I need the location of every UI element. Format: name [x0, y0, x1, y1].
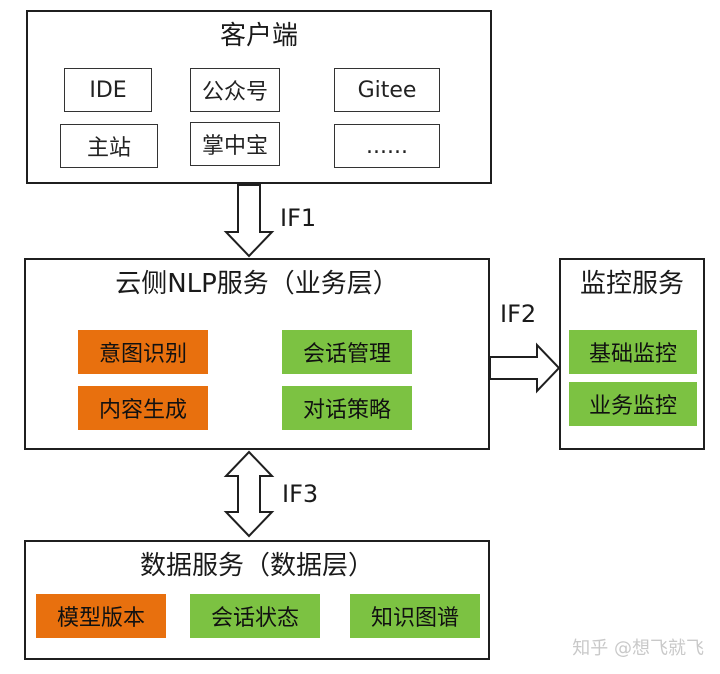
nlp-service-box: 云侧NLP服务（业务层） 意图识别 会话管理 内容生成 对话策略: [24, 258, 490, 450]
monitor-item-basic: 基础监控: [569, 330, 697, 374]
nlp-item-dialog-policy: 对话策略: [282, 386, 412, 430]
client-item-ide: IDE: [64, 68, 152, 112]
data-item-session-state: 会话状态: [190, 594, 320, 638]
if1-label: IF1: [280, 204, 317, 232]
if2-arrow: [489, 342, 561, 394]
client-item-zhangzhongbao: 掌中宝: [190, 122, 280, 166]
client-title: 客户端: [219, 21, 298, 51]
if3-label: IF3: [282, 480, 319, 508]
monitor-item-business: 业务监控: [569, 382, 697, 426]
client-box: 客户端 IDE 公众号 Gitee 主站 掌中宝 ......: [26, 10, 492, 184]
nlp-service-title: 云侧NLP服务（业务层）: [115, 269, 399, 299]
client-item-more: ......: [334, 124, 440, 168]
if1-arrow: [223, 184, 275, 258]
watermark: 知乎 @想飞就飞: [572, 638, 704, 659]
client-item-wechat: 公众号: [190, 68, 280, 112]
data-item-model-version: 模型版本: [36, 594, 166, 638]
client-item-main-site: 主站: [60, 124, 158, 168]
data-service-title: 数据服务（数据层）: [139, 551, 374, 581]
monitor-title: 监控服务: [579, 269, 684, 299]
nlp-item-intent-recognition: 意图识别: [78, 330, 208, 374]
data-service-box: 数据服务（数据层） 模型版本 会话状态 知识图谱: [24, 540, 490, 660]
nlp-item-session-management: 会话管理: [282, 330, 412, 374]
nlp-item-content-generation: 内容生成: [78, 386, 208, 430]
data-item-knowledge-graph: 知识图谱: [350, 594, 480, 638]
client-item-gitee: Gitee: [334, 68, 440, 112]
if3-arrow: [223, 450, 275, 538]
if2-label: IF2: [500, 300, 537, 328]
monitor-box: 监控服务 基础监控 业务监控: [559, 258, 705, 450]
